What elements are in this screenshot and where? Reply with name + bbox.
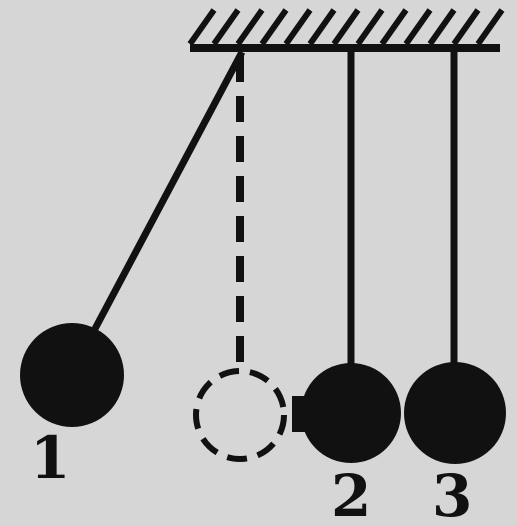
- ball-2-contact-mark: [292, 396, 308, 432]
- ball-1: [20, 323, 124, 427]
- label-ball-3: 3: [432, 462, 472, 526]
- label-ball-2: 2: [331, 462, 371, 526]
- ball-3: [404, 362, 506, 464]
- ceiling-support: [187, 8, 505, 52]
- label-ball-1: 1: [30, 424, 70, 492]
- string-ball-1: [84, 50, 246, 344]
- ball-2: [301, 363, 401, 463]
- ceiling-hatching: [187, 8, 505, 46]
- ball-1-rest-outline: [193, 368, 287, 462]
